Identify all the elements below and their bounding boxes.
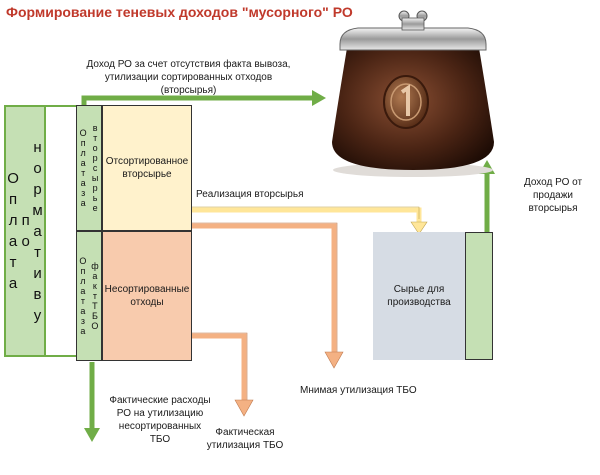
unsorted-waste-label: Несортированные отходы: [104, 284, 190, 308]
page-title: Формирование теневых доходов "мусорного"…: [6, 4, 353, 20]
raw-material-label: Сырье для производства: [387, 284, 451, 308]
arrowhead-actual-costs: [84, 428, 100, 442]
coin-icon: [383, 75, 429, 129]
arrowhead-actual-disposal: [234, 399, 254, 417]
arrowhead-fictitious-disposal: [324, 351, 344, 369]
income-sale-label: Доход РО от продажи вторсырья: [523, 177, 583, 214]
sale-recycling-label: Реализация вторсырья: [196, 189, 304, 200]
raw-material-box: Сырье для производства: [373, 232, 465, 360]
arrow-actual-disposal: [192, 333, 247, 400]
unsorted-waste-box: Несортированные отходы: [102, 231, 192, 361]
arrow-fictitious-disposal: [192, 223, 337, 352]
sorting-frame: [46, 105, 76, 357]
sorted-recyclables-box: Отсортированное вторсырье: [102, 105, 192, 231]
arrowhead-sale-recycling: [410, 221, 428, 235]
arrowhead-income-no-removal: [312, 90, 326, 106]
arrow-sale-recycling: [192, 207, 422, 222]
sorted-recyclables-label: Отсортированное вторсырье: [105, 156, 189, 180]
actual-costs-label: Фактические расходы РО на утилизацию нес…: [109, 395, 211, 445]
actual-disposal-label: Фактическая утилизация ТБО: [206, 427, 284, 451]
income-no-removal-label: Доход РО за счет отсутствия факта вывоза…: [86, 59, 291, 96]
raw-material-green-strip: [465, 232, 493, 360]
fictitious-disposal-label: Мнимая утилизация ТБО: [300, 385, 417, 396]
wallet-icon: [332, 10, 494, 177]
